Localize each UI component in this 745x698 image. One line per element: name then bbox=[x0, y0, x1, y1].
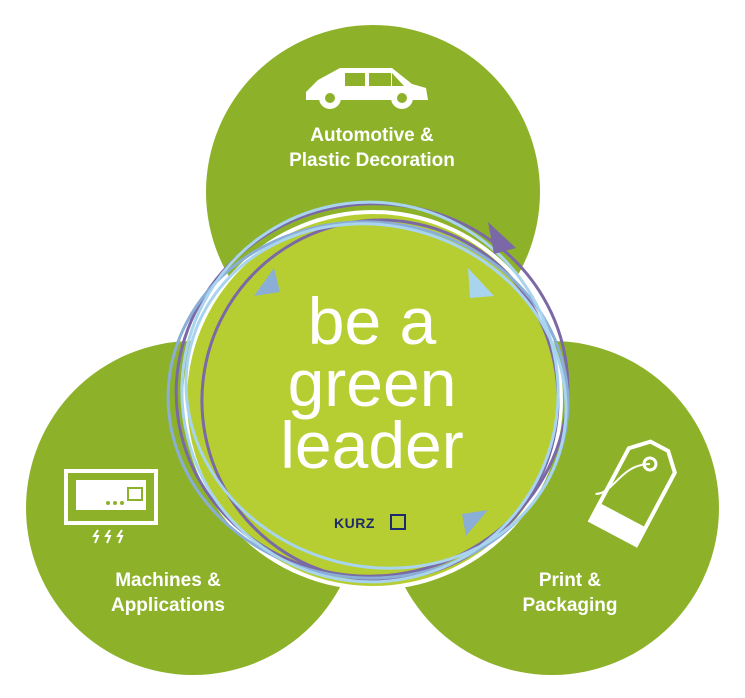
label-machines-line1: Machines & bbox=[115, 570, 221, 591]
label-print: Print & Packaging bbox=[470, 568, 670, 618]
kurz-logo-icon bbox=[390, 514, 406, 530]
center-circle bbox=[187, 214, 559, 586]
tag-icon bbox=[587, 439, 677, 548]
arrow-lightblue-top-right bbox=[468, 268, 494, 298]
car-icon bbox=[306, 68, 428, 109]
label-machines-line2: Applications bbox=[110, 595, 225, 616]
arrow-blue-top-left bbox=[254, 268, 280, 296]
ring-lightblue-2 bbox=[184, 222, 568, 570]
loop-rings bbox=[166, 200, 570, 584]
label-print-line2: Packaging bbox=[522, 595, 618, 616]
ring-purple-1 bbox=[174, 202, 570, 578]
slogan-line3: leader bbox=[280, 408, 464, 482]
label-automotive-line1: Automotive & bbox=[310, 125, 434, 146]
brand-name: KURZ bbox=[334, 515, 375, 531]
brand-logo: KURZ bbox=[334, 513, 414, 535]
label-automotive-line2: Plastic Decoration bbox=[289, 150, 455, 171]
arrow-purple-top-right bbox=[488, 222, 516, 254]
center-slogan: be a green leader bbox=[222, 284, 522, 482]
machine-icon bbox=[64, 469, 158, 544]
slogan-line1: be a bbox=[307, 284, 437, 358]
label-machines: Machines & Applications bbox=[68, 568, 268, 618]
slogan-line2: green bbox=[287, 346, 457, 420]
ring-blue-1 bbox=[166, 220, 570, 580]
label-automotive: Automotive & Plastic Decoration bbox=[222, 123, 522, 173]
arrow-blue-bottom-right bbox=[462, 510, 488, 536]
label-print-line1: Print & bbox=[538, 570, 602, 591]
